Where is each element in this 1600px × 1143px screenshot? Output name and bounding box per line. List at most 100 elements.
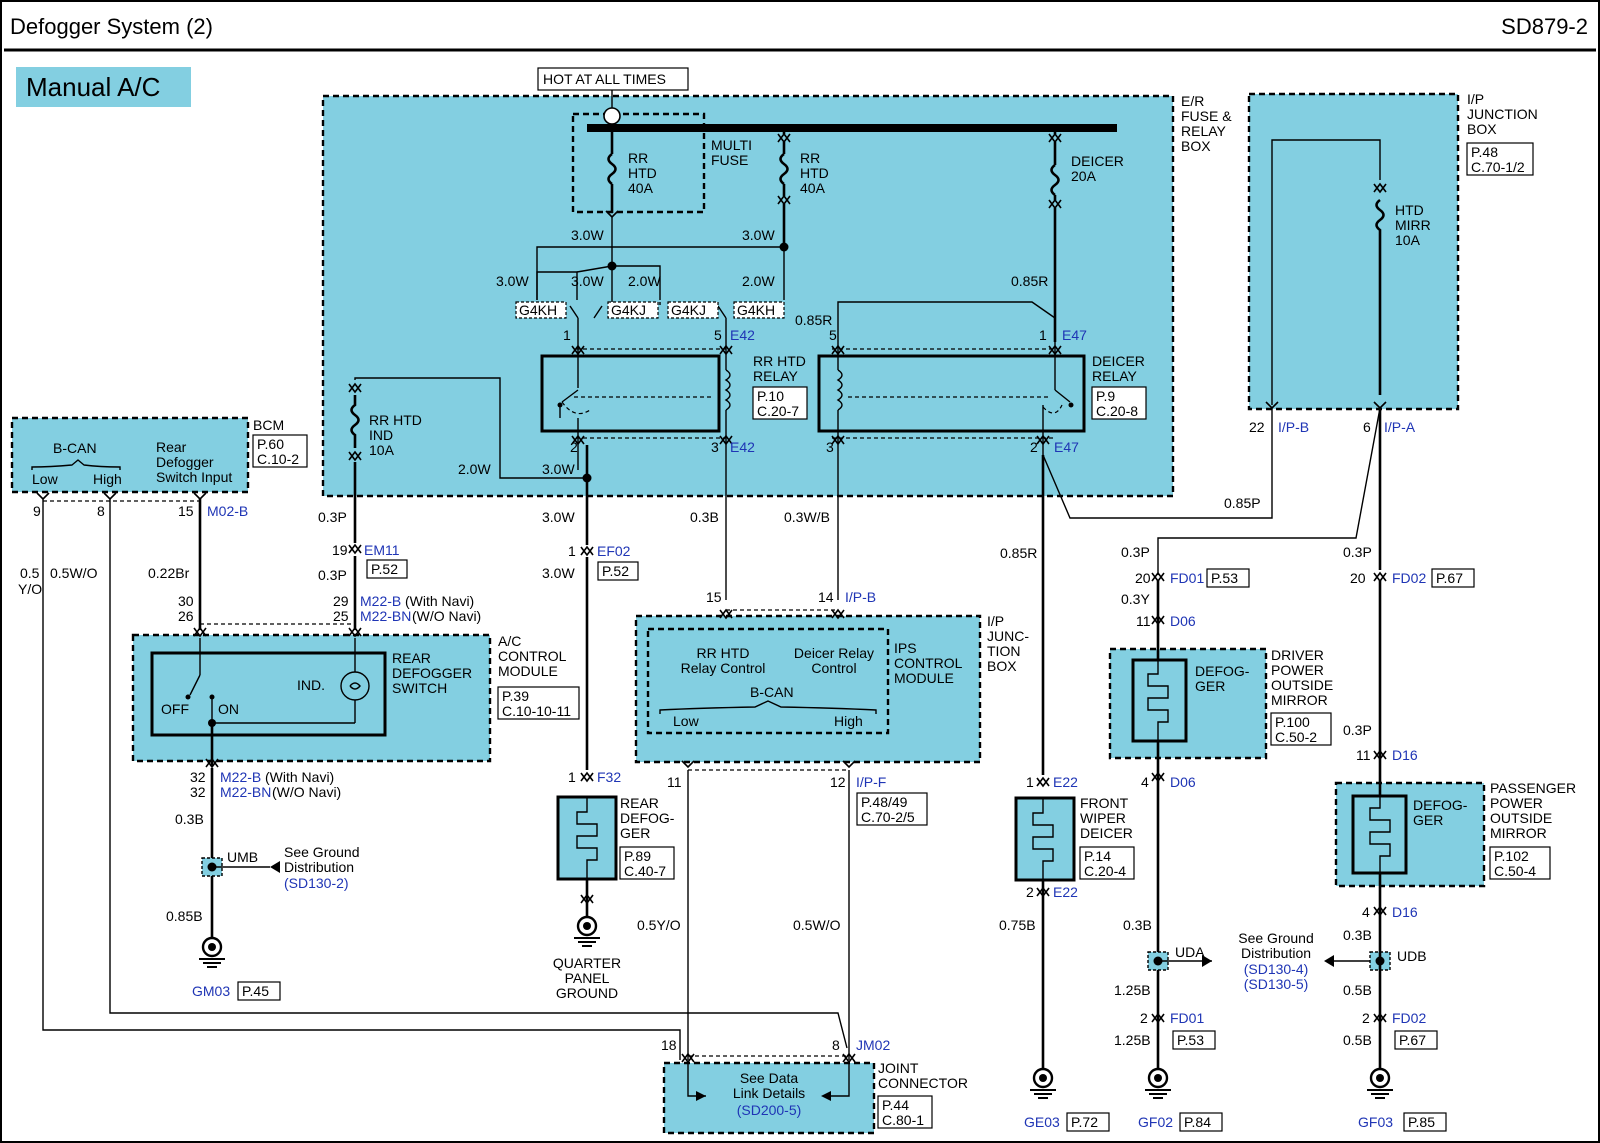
ips-control-module-box (634, 614, 982, 764)
text-line: Relay Control (681, 660, 766, 676)
pin-label: 1 (568, 769, 576, 785)
ip-junction-box (1247, 92, 1460, 411)
conn-ipf: I/P-F (856, 774, 886, 790)
text-line: FRONT (1080, 795, 1129, 811)
ind-label: IND. (297, 677, 325, 693)
text-line: P.60 (257, 436, 284, 452)
bcm-high: High (93, 471, 122, 487)
ips-low: Low (673, 713, 700, 729)
pin-label: 18 (661, 1037, 677, 1053)
conn-d16-b: D16 (1392, 904, 1418, 920)
with-navi-label: (With Navi) (405, 593, 474, 609)
wire-label: 0.3P (1343, 722, 1372, 738)
text-line: P.14 (1084, 848, 1111, 864)
text-line: 20A (1071, 168, 1097, 184)
conn-fd01-b-ref: P.53 (1177, 1032, 1204, 1048)
wire-label: 0.5W/O (793, 917, 841, 933)
text-line: SWITCH (392, 680, 447, 696)
wire-label: 0.3B (1343, 927, 1372, 943)
conn-ipa: I/P-A (1384, 419, 1416, 435)
rr-htd-ind-wiring (348, 377, 592, 630)
wire-label: 1.25B (1114, 982, 1151, 998)
pin-label: 11 (1356, 747, 1371, 763)
pin-label: 1 (568, 543, 576, 559)
bcm-wiring (42, 498, 848, 1060)
wire-label: 0.3P (1121, 544, 1150, 560)
wire-label: Y/O (18, 581, 42, 597)
text-line: P.9 (1096, 388, 1115, 404)
conn-g4kh-1: G4KH (519, 302, 557, 318)
conn-em11: EM11 (364, 542, 400, 558)
pin-label: 1 (1026, 774, 1034, 790)
pin-label: 1 (563, 327, 571, 343)
wire-label: 0.85P (1224, 495, 1261, 511)
ground-gf02-ref: P.84 (1184, 1114, 1211, 1130)
text-line: DEICER (1080, 825, 1133, 841)
conn-m22bn-2: M22-BN (220, 784, 271, 800)
wire-label: 0.22Br (148, 565, 190, 581)
text-line: REAR (392, 650, 431, 666)
text-line: HTD (1395, 202, 1424, 218)
wire-label: 1.25B (1114, 1032, 1151, 1048)
pin-label: 4 (1362, 904, 1370, 920)
section-label-box (16, 67, 191, 107)
text-line: RR (800, 150, 820, 166)
text-line: Distribution (284, 859, 354, 875)
text-line: MIRROR (1271, 692, 1328, 708)
ground-gm03-ref: P.45 (242, 983, 269, 999)
pin-label: 15 (178, 503, 194, 519)
pin-label: 32 (190, 769, 206, 785)
text-line: CONTROL (894, 655, 963, 671)
conn-ipb: I/P-B (1278, 419, 1309, 435)
text-line: Link Details (733, 1085, 805, 1101)
text-line: GROUND (556, 985, 618, 1001)
conn-g4kj-1: G4KJ (611, 302, 646, 318)
page-title: Defogger System (2) (10, 14, 213, 39)
conn-fd02-b-ref: P.67 (1399, 1032, 1426, 1048)
conn-e42-top: E42 (730, 327, 755, 343)
conn-f32: F32 (597, 769, 621, 785)
text-line: 40A (800, 180, 826, 196)
wire-label: 0.5 (20, 565, 40, 581)
text-line: IPS (894, 640, 917, 656)
text-line: MODULE (894, 670, 954, 686)
text-line: RR HTD (697, 645, 750, 661)
text-line: Rear (156, 439, 187, 455)
text-line: JUNC- (987, 628, 1029, 644)
text-line: RELAY (753, 368, 799, 384)
text-line: DEFOG- (620, 810, 675, 826)
ground-ge03-ref: P.72 (1071, 1114, 1098, 1130)
pin-label: 2 (1362, 1010, 1370, 1026)
relay-feed-wiring (536, 217, 789, 345)
text-line: P.44 (882, 1097, 909, 1113)
text-line: CONTROL (498, 648, 567, 664)
text-line: Defogger (156, 454, 214, 470)
pin-label: 2 (1026, 884, 1034, 900)
text-line: HTD (628, 165, 657, 181)
text-line: MULTI (711, 137, 752, 153)
text-line: DEFOG- (1195, 663, 1250, 679)
pin-label: 14 (818, 589, 834, 605)
ground-gf03-ref: P.85 (1408, 1114, 1435, 1130)
text-line: Deicer Relay (794, 645, 874, 661)
ips-inner-box (646, 627, 890, 735)
umb-label: UMB (227, 849, 258, 865)
pin-label: 2 (570, 439, 578, 455)
text-line: 10A (369, 442, 395, 458)
text-line: IND (369, 427, 393, 443)
text-line: P.39 (502, 688, 529, 704)
wire-label: 3.0W (542, 461, 575, 477)
ac-control-module-box (131, 633, 492, 763)
pin-label: 19 (332, 542, 348, 558)
